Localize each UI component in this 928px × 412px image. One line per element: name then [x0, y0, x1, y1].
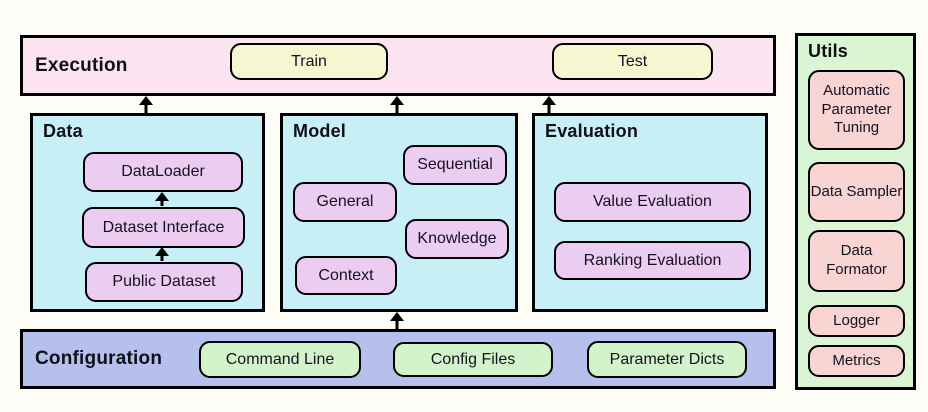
utils-panel: Utils Automatic Parameter Tuning Data Sa… — [795, 33, 916, 390]
arrow-public-dataset-to-dataset-interface-icon — [155, 247, 169, 261]
arrowhead-up-icon — [542, 96, 556, 105]
ranking-evaluation-node: Ranking Evaluation — [554, 241, 751, 280]
data-formator-node: Data Formator — [808, 230, 905, 292]
metrics-label: Metrics — [832, 351, 881, 369]
metrics-node: Metrics — [808, 345, 905, 377]
logger-node: Logger — [808, 305, 905, 337]
automatic-parameter-tuning-label: Automatic Parameter Tuning — [821, 81, 892, 137]
arrowhead-up-icon — [155, 192, 169, 201]
command-line-label: Command Line — [225, 350, 335, 368]
parameter-dicts-node: Parameter Dicts — [587, 341, 747, 378]
evaluation-title: Evaluation — [545, 121, 639, 141]
train-node: Train — [230, 43, 388, 80]
public-dataset-label: Public Dataset — [112, 273, 216, 290]
dataset-interface-label: Dataset Interface — [102, 218, 225, 236]
data-formator-label: Data Formator — [826, 242, 887, 278]
general-label: General — [316, 193, 374, 210]
ranking-evaluation-label: Ranking Evaluation — [583, 251, 722, 269]
utils-title: Utils — [808, 41, 849, 61]
evaluation-panel: Evaluation Value Evaluation Ranking Eval… — [532, 113, 768, 312]
arrow-stem — [395, 319, 399, 329]
sequential-node: Sequential — [403, 145, 507, 185]
arrow-stem — [547, 103, 551, 113]
arrowhead-up-icon — [390, 96, 404, 105]
test-label: Test — [617, 52, 648, 70]
arrowhead-up-icon — [155, 247, 169, 256]
model-title: Model — [293, 121, 346, 141]
context-label: Context — [318, 266, 374, 284]
sequential-label: Sequential — [417, 156, 493, 173]
configuration-title: Configuration — [35, 348, 163, 369]
dataset-interface-node: Dataset Interface — [82, 207, 245, 248]
arrow-model-to-execution-icon — [390, 96, 404, 113]
automatic-parameter-tuning-node: Automatic Parameter Tuning — [808, 70, 905, 150]
knowledge-label: Knowledge — [417, 230, 497, 247]
config-files-node: Config Files — [393, 342, 553, 377]
value-evaluation-node: Value Evaluation — [554, 182, 751, 222]
arrow-dataset-interface-to-dataloader-icon — [155, 192, 169, 206]
data-sampler-label: Data Sampler — [810, 182, 903, 200]
public-dataset-node: Public Dataset — [85, 262, 243, 302]
arrow-data-to-execution-icon — [139, 96, 153, 113]
value-evaluation-label: Value Evaluation — [593, 193, 712, 210]
logger-label: Logger — [833, 311, 880, 329]
model-panel: Model Sequential General Knowledge Conte… — [280, 113, 518, 312]
execution-panel: Execution Train Test — [20, 35, 776, 96]
execution-title: Execution — [35, 54, 128, 76]
data-sampler-node: Data Sampler — [808, 162, 905, 222]
dataloader-label: DataLoader — [121, 163, 205, 180]
train-label: Train — [291, 52, 327, 70]
test-node: Test — [552, 43, 713, 80]
configuration-panel: Configuration Command Line Config Files … — [20, 329, 776, 389]
data-panel: Data DataLoader Dataset Interface Public… — [30, 113, 265, 312]
config-files-label: Config Files — [430, 350, 516, 368]
arrowhead-up-icon — [139, 96, 153, 105]
arrowhead-up-icon — [390, 312, 404, 321]
arrow-stem — [160, 254, 164, 261]
command-line-node: Command Line — [199, 341, 361, 378]
knowledge-node: Knowledge — [405, 219, 509, 259]
context-node: Context — [295, 256, 397, 295]
arrow-stem — [395, 103, 399, 113]
data-title: Data — [43, 121, 83, 141]
general-node: General — [293, 182, 397, 222]
arrow-stem — [160, 199, 164, 206]
arrow-configuration-to-model-icon — [390, 312, 404, 329]
arrow-stem — [144, 103, 148, 113]
arrow-evaluation-to-execution-icon — [542, 96, 556, 113]
parameter-dicts-label: Parameter Dicts — [609, 350, 725, 368]
dataloader-node: DataLoader — [83, 152, 243, 192]
